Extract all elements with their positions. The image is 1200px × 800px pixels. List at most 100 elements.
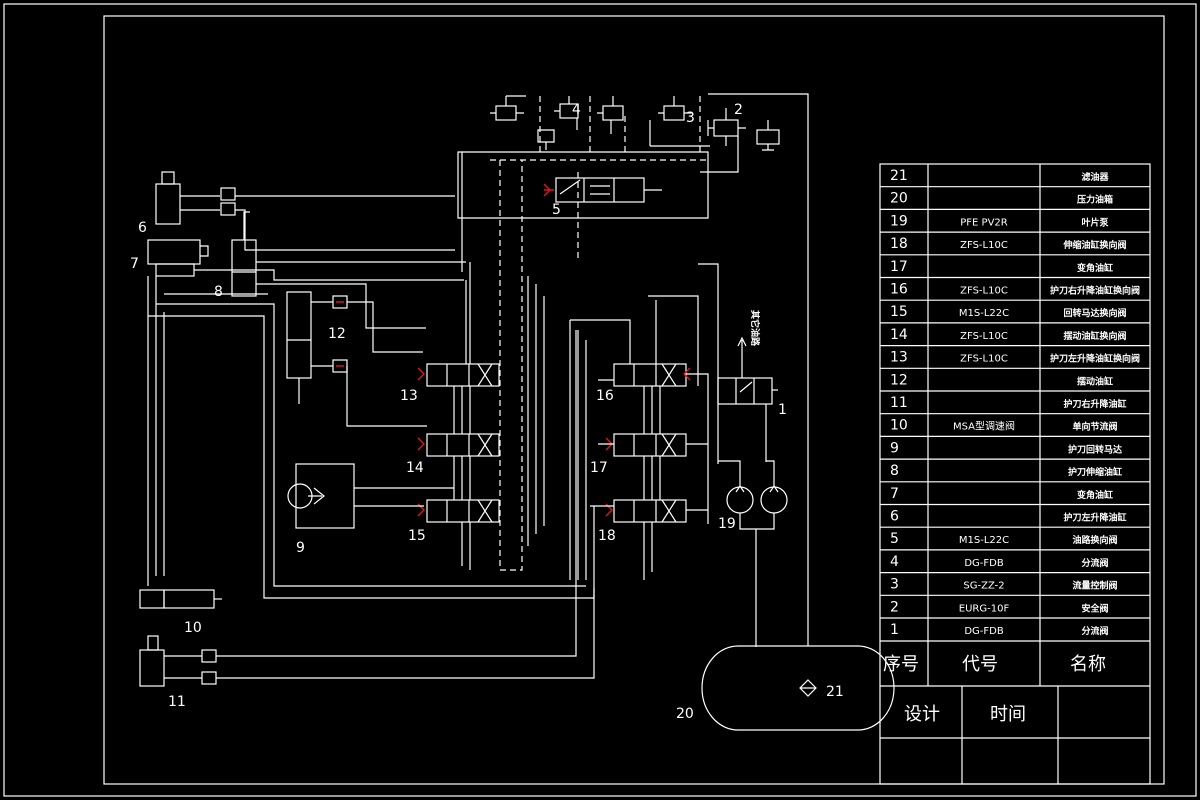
bom-cell-name: 流量控制阀 <box>1072 580 1117 592</box>
cylinder-7 <box>147 239 464 281</box>
label-16: 16 <box>596 388 614 404</box>
valve-3-4-group <box>490 95 701 156</box>
bom-cell-no: 10 <box>890 418 908 434</box>
bom-cell-name: 护刀右升降油缸换向阀 <box>1050 285 1140 297</box>
bom-cell-name: 分流阀 <box>1081 625 1108 637</box>
cylinder-6 <box>155 171 455 251</box>
bom-cell-no: 3 <box>890 577 899 593</box>
outer-frame <box>3 3 1197 797</box>
filter-21 <box>799 679 817 697</box>
bom-header-code: 代号 <box>962 654 998 675</box>
label-7: 7 <box>130 256 139 272</box>
label-18: 18 <box>598 528 616 544</box>
bom-cell-code: PFE PV2R <box>960 217 1008 228</box>
bom-cell-no: 2 <box>890 599 899 615</box>
inner-frame <box>103 15 1165 785</box>
label-4: 4 <box>572 102 581 118</box>
valve-18 <box>605 499 687 523</box>
label-17: 17 <box>590 460 608 476</box>
label-15: 15 <box>408 528 426 544</box>
label-13: 13 <box>400 388 418 404</box>
bom-cell-code: M1S-L22C <box>959 535 1009 546</box>
label-5: 5 <box>552 202 561 218</box>
bom-cell-no: 5 <box>890 531 899 547</box>
label-6: 6 <box>138 220 147 236</box>
bom-cell-no: 6 <box>890 509 899 525</box>
bom-cell-code: DG-FDB <box>964 558 1004 569</box>
bom-cell-name: 滤油器 <box>1081 171 1109 183</box>
bom-cell-name: 摆动油缸 <box>1077 375 1113 387</box>
cylinder-10 <box>139 589 222 609</box>
valve-1 <box>717 336 778 405</box>
tank-20 <box>701 634 895 731</box>
bom-cell-no: 9 <box>890 440 899 456</box>
bom-cell-no: 11 <box>890 395 908 411</box>
circuit: 其它油路 <box>139 93 895 731</box>
bom-cell-no: 17 <box>890 259 908 275</box>
label-20: 20 <box>676 706 694 722</box>
bom-cell-code: SG-ZZ-2 <box>963 581 1004 592</box>
valve-15 <box>417 499 500 523</box>
bom-cell-no: 12 <box>890 372 908 388</box>
bom-cell-name: 叶片泵 <box>1081 216 1109 228</box>
bom-cell-no: 4 <box>890 554 899 570</box>
bom-cell-name: 护刀回转马达 <box>1068 443 1122 455</box>
label-10: 10 <box>184 620 202 636</box>
bom-cell-name: 分流阀 <box>1081 557 1108 569</box>
bom-cell-name: 回转马达换向阀 <box>1063 307 1126 319</box>
bom-footer-time: 时间 <box>990 704 1026 725</box>
bom-cell-no: 15 <box>890 304 908 320</box>
bom-cell-name: 护刀左升降油缸 <box>1063 512 1126 524</box>
cylinder-8 <box>231 211 466 329</box>
bom-cell-code: DG-FDB <box>964 626 1004 637</box>
cylinder-11 <box>139 330 595 687</box>
bom-cell-name: 变角油缸 <box>1077 262 1113 274</box>
bom-cell-name: 变角油缸 <box>1077 489 1113 501</box>
bom-cell-name: 安全阀 <box>1081 602 1108 614</box>
bom-cell-code: ZFS-L10C <box>960 331 1008 342</box>
valve-17 <box>605 433 687 457</box>
bom-cell-no: 16 <box>890 282 908 298</box>
bom-cell-code: ZFS-L10C <box>960 354 1008 365</box>
label-21: 21 <box>826 684 844 700</box>
bom-cell-code: EURG-10F <box>959 603 1010 614</box>
bom-cell-name: 护刀伸缩油缸 <box>1068 466 1122 478</box>
component-labels: 1 2 3 4 5 6 7 8 9 10 11 12 13 14 15 16 1… <box>130 102 844 722</box>
valve-5 <box>543 177 662 203</box>
label-1: 1 <box>778 402 787 418</box>
bom-cell-no: 14 <box>890 327 908 343</box>
bom-footer-design: 设计 <box>904 704 940 725</box>
bom-cell-no: 20 <box>890 191 908 207</box>
valve-13 <box>417 363 500 387</box>
valve-2 <box>707 108 780 151</box>
bom-header-no: 序号 <box>883 654 919 675</box>
bom-cell-name: 油路换向阀 <box>1072 534 1117 546</box>
bom-cell-name: 压力油箱 <box>1077 194 1113 206</box>
bom-cell-name: 护刀左升降油缸换向阀 <box>1050 353 1140 365</box>
pump-19 <box>718 290 809 647</box>
bom-cell-name: 摆动油缸换向阀 <box>1063 330 1126 342</box>
label-3: 3 <box>686 110 695 126</box>
bom-cell-code: ZFS-L10C <box>960 286 1008 297</box>
bom-cell-no: 1 <box>890 622 899 638</box>
bom-cell-no: 19 <box>890 213 908 229</box>
bom-cell-name: 护刀右升降油缸 <box>1063 398 1126 410</box>
bom-cell-code: ZFS-L10C <box>960 240 1008 251</box>
bom-cell-no: 18 <box>890 236 908 252</box>
label-19: 19 <box>718 516 736 532</box>
bom-cell-no: 8 <box>890 463 899 479</box>
bom-cell-no: 21 <box>890 168 908 184</box>
label-2: 2 <box>734 102 743 118</box>
bom-cell-no: 13 <box>890 350 908 366</box>
bom-cell-code: M1S-L22C <box>959 308 1009 319</box>
label-8: 8 <box>214 284 223 300</box>
bom-cell-no: 7 <box>890 486 899 502</box>
label-14: 14 <box>406 460 424 476</box>
label-12: 12 <box>328 326 346 342</box>
bom-cell-code: MSA型调速阀 <box>953 420 1015 433</box>
cylinder-12 <box>286 291 427 427</box>
valve-16 <box>613 363 691 387</box>
